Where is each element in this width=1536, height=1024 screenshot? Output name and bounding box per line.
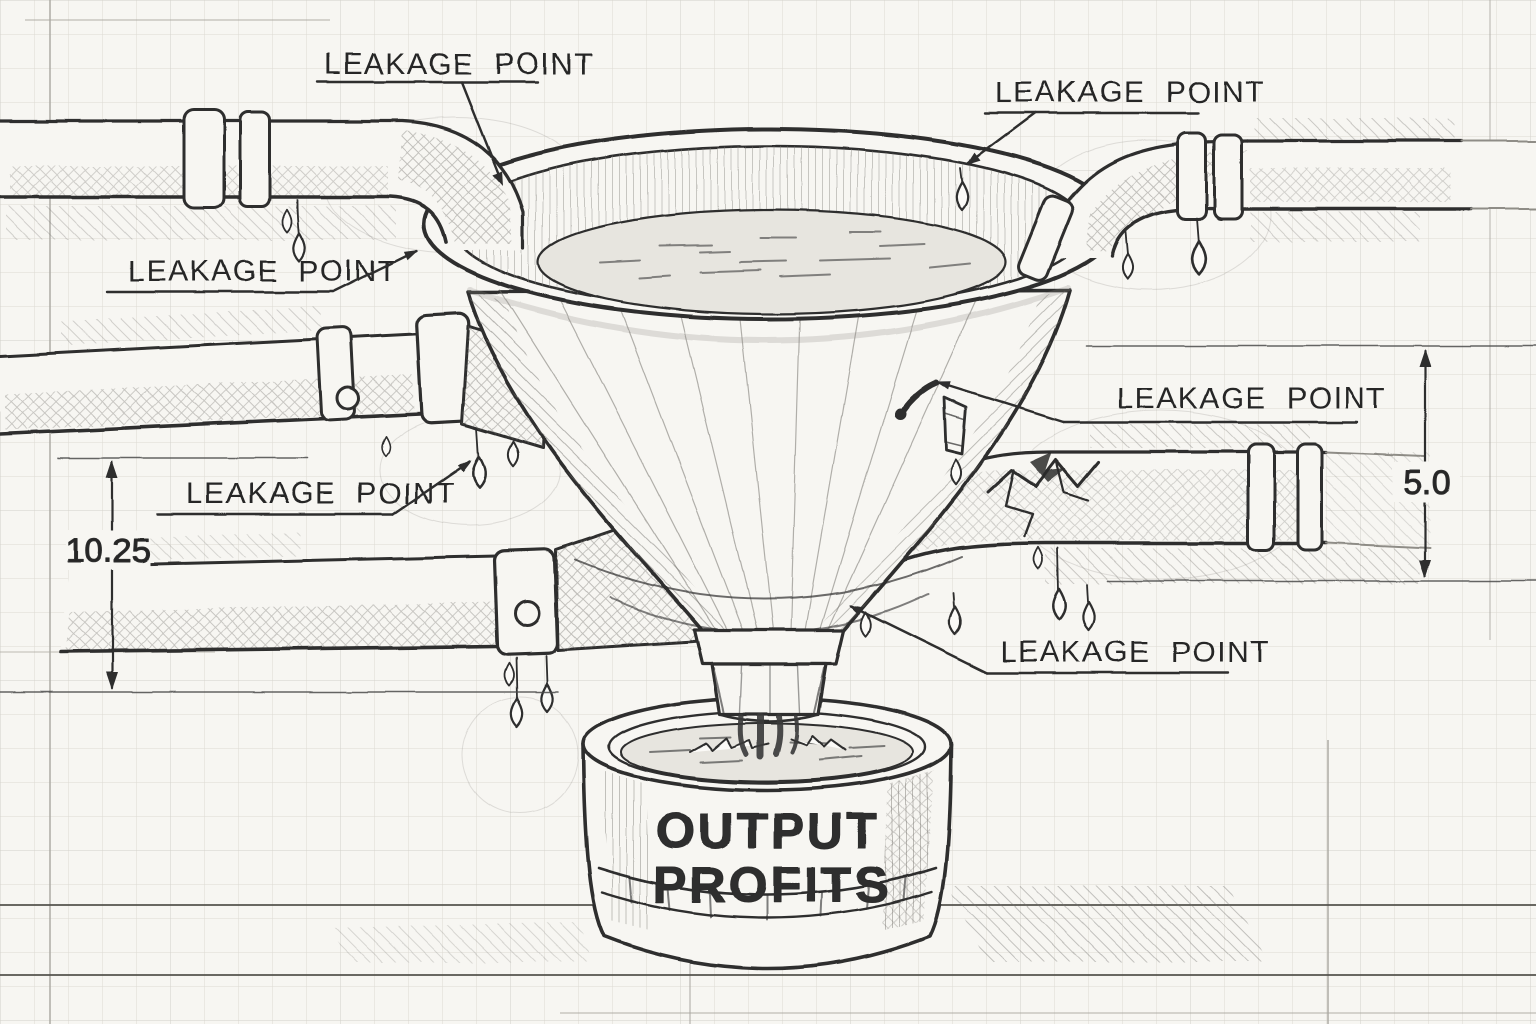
pipe-mid-left bbox=[0, 306, 550, 450]
bucket-shadow bbox=[948, 886, 1268, 962]
bucket-body bbox=[581, 742, 953, 970]
pipe-top-left bbox=[0, 108, 525, 250]
leader-arrow-icon bbox=[457, 460, 472, 472]
pipe-coupling-ring bbox=[238, 110, 272, 208]
callout-upper-left: LEAKAGE POINT bbox=[105, 249, 418, 294]
bucket-band-stripes bbox=[629, 876, 906, 921]
dimension-right: 5.0 bbox=[1085, 345, 1536, 582]
callout-text: LEAKAGE POINT bbox=[995, 76, 1265, 109]
callout-mid-left: LEAKAGE POINT bbox=[155, 459, 472, 516]
coupling-bolt bbox=[335, 385, 361, 411]
funnel-neck bbox=[692, 628, 846, 760]
output-bucket: OUTPUT PROFITS bbox=[330, 696, 1268, 970]
cone-shading-lines bbox=[499, 289, 981, 651]
callout-bottom: LEAKAGE POINT bbox=[849, 604, 1270, 675]
bucket-band bbox=[596, 866, 938, 897]
callout-top-left: LEAKAGE POINT bbox=[315, 48, 594, 186]
callout-text: LEAKAGE POINT bbox=[128, 255, 398, 288]
bucket-splash bbox=[689, 735, 847, 753]
bucket-label-line2: PROFITS bbox=[653, 857, 891, 913]
leader-arrow-icon bbox=[936, 381, 951, 391]
neck-flange bbox=[692, 628, 846, 666]
pipe-crack bbox=[986, 452, 1100, 538]
callout-text: LEAKAGE POINT bbox=[1117, 382, 1387, 415]
callout-right: LEAKAGE POINT bbox=[936, 381, 1387, 424]
bucket-shadow bbox=[330, 922, 592, 962]
pipe-coupling-ring bbox=[1212, 133, 1244, 221]
leader-arrow-icon bbox=[849, 605, 864, 616]
arrow-up-icon bbox=[1419, 349, 1431, 367]
leader-arrow-icon bbox=[403, 250, 418, 261]
funnel-liquid-texture bbox=[599, 231, 971, 279]
bucket-label-line1: OUTPUT bbox=[656, 803, 880, 859]
dimension-left: 10.25 bbox=[0, 457, 559, 693]
coupling-bolt bbox=[513, 600, 541, 628]
liquid-streams bbox=[737, 712, 799, 760]
spout bbox=[710, 662, 828, 716]
leader-arrow-icon bbox=[966, 152, 980, 165]
callout-top-right: LEAKAGE POINT bbox=[966, 76, 1265, 165]
callout-text: LEAKAGE POINT bbox=[324, 48, 594, 81]
sketch-artwork: OUTPUT PROFITS bbox=[0, 48, 1536, 970]
callout-text: LEAKAGE POINT bbox=[1000, 636, 1270, 669]
dimension-value-right: 5.0 bbox=[1403, 464, 1450, 502]
rim-interior-shading bbox=[451, 146, 1083, 314]
callouts: LEAKAGE POINT LEAKAGE POINT LEAKAGE POIN… bbox=[105, 48, 1387, 675]
cone-hoop-line bbox=[574, 555, 963, 601]
pipe-coupling-ring bbox=[182, 108, 226, 210]
pipe-coupling-ring bbox=[1176, 131, 1208, 221]
arrow-up-icon bbox=[106, 460, 118, 478]
pipe-flange bbox=[1017, 194, 1075, 282]
funnel-tap bbox=[894, 380, 968, 456]
leader-arrow-icon bbox=[492, 171, 503, 186]
bucket-liquid bbox=[620, 722, 914, 782]
arrow-down-icon bbox=[106, 672, 118, 690]
callout-text: LEAKAGE POINT bbox=[186, 477, 456, 510]
funnel-rim bbox=[422, 127, 1118, 344]
pipe-shadow-hatch bbox=[60, 306, 322, 346]
dimension-value-left: 10.25 bbox=[65, 532, 150, 570]
pipe-top-right bbox=[1017, 118, 1536, 282]
pipe-coupling-ring bbox=[1246, 442, 1276, 552]
pipe-coupling-ring bbox=[1296, 442, 1324, 552]
arrow-down-icon bbox=[1419, 560, 1431, 578]
